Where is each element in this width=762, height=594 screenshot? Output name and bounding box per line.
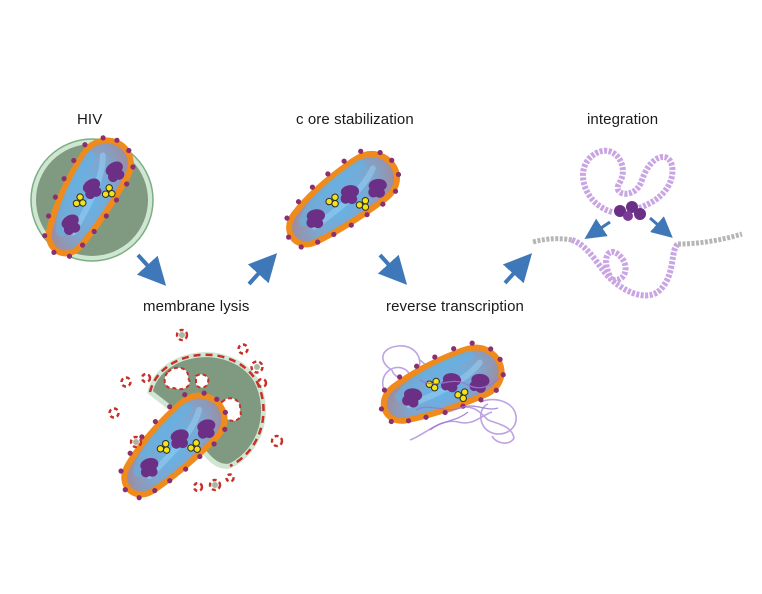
label-hiv: HIV [77,111,103,128]
reverse-transcription-scene [369,317,518,457]
integration-arrow-right [649,216,673,238]
integration-scene [532,147,743,299]
stabilized-core [273,127,413,276]
integrase-enzyme [614,201,646,221]
arrow-rt-to-integration [502,253,533,285]
viral-dna-lower-loop [570,237,681,299]
host-dna-right [677,231,743,247]
arrow-hiv-to-lysis [136,253,167,286]
viral-dna-upper-loops [580,147,676,215]
membrane-lysis-scene [108,328,284,522]
label-membrane-lysis: membrane lysis [143,298,250,315]
transcribing-core [369,317,518,457]
membrane-edge-dashed [148,353,265,468]
flow-arrows [136,253,533,286]
arrow-stabilization-to-rt [377,253,408,285]
arrow-lysis-to-stabilization [247,253,278,286]
label-integration: integration [587,111,659,128]
integration-arrow-left [584,218,611,239]
host-dna-left [532,236,573,245]
membrane-debris [108,328,284,493]
hiv-virion [30,125,154,270]
label-reverse-transcription: reverse transcription [386,298,524,315]
label-core-stabilization: c ore stabilization [296,111,414,128]
